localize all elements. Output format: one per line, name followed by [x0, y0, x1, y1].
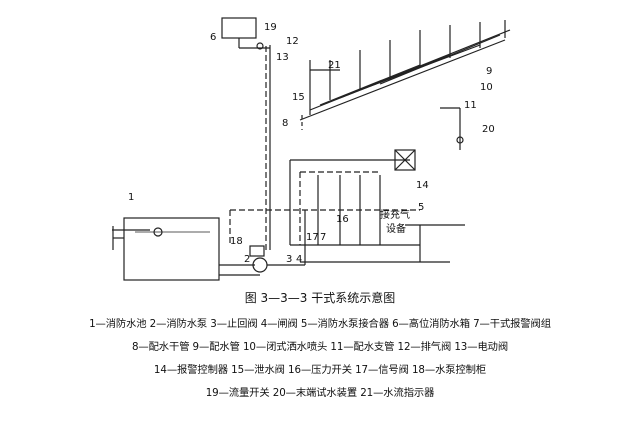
- label-20: 20: [482, 124, 495, 135]
- label-4: 4: [296, 254, 302, 265]
- label-19: 19: [264, 22, 277, 33]
- label-14: 14: [416, 180, 429, 191]
- figure-caption: 图 3—3—3 干式系统示意图: [244, 291, 396, 305]
- label-1: 1: [128, 192, 134, 203]
- label-5: 5: [418, 202, 424, 213]
- high-tank: [221, 17, 257, 39]
- label-11: 11: [464, 100, 477, 111]
- label-10: 10: [480, 82, 493, 93]
- legend-row-3: 14—报警控制器 15—泄水阀 16—压力开关 17—信号阀 18—水泵控制柜: [153, 364, 487, 376]
- alarm-controller: [394, 149, 416, 171]
- legend-row-2: 8—配水干管 9—配水管 10—闭式洒水喷头 11—配水支管 12—排气阀 13…: [131, 341, 509, 353]
- label-6: 6: [210, 32, 216, 43]
- gas-supply-label: 接充气: [380, 208, 410, 221]
- fire-pool: [123, 217, 220, 281]
- label-13: 13: [276, 52, 289, 63]
- fire-pump: [252, 257, 268, 273]
- label-16: 16: [336, 214, 349, 225]
- label-12: 12: [286, 36, 299, 47]
- label-17: 17: [306, 232, 319, 243]
- label-21: 21: [328, 60, 341, 71]
- label-8: 8: [282, 118, 288, 129]
- gas-supply-label-2: 设备: [386, 222, 406, 235]
- legend-row-1: 1—消防水池 2—消防水泵 3—止回阀 4—闸阀 5—消防水泵接合器 6—高位消…: [89, 318, 551, 330]
- label-7: 7: [320, 232, 326, 243]
- label-3: 3: [286, 254, 292, 265]
- label-2: 2: [244, 254, 250, 265]
- label-9: 9: [486, 66, 492, 77]
- pump-control-cabinet: [249, 245, 265, 257]
- label-15: 15: [292, 92, 305, 103]
- label-18: 18: [230, 236, 243, 247]
- dry-system-diagram: 1 2 3 4 5 6 7 8 9 10 11 12 13 14 15 16 1…: [112, 17, 511, 281]
- legend-row-4: 19—流量开关 20—末端试水装置 21—水流指示器: [205, 387, 435, 399]
